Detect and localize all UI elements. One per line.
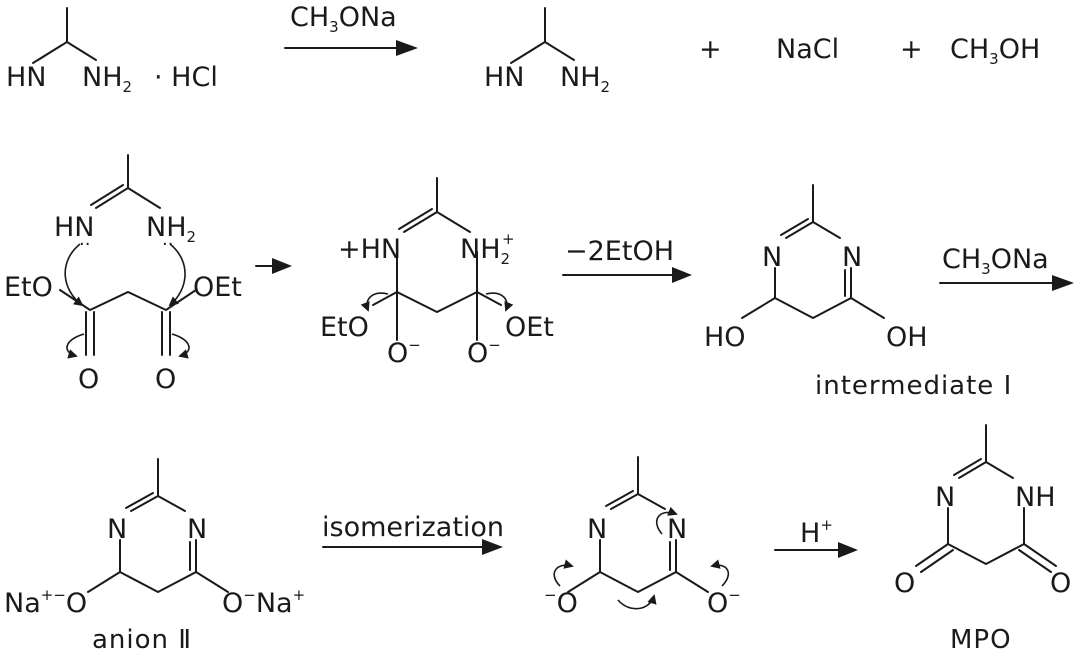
atom-label-o: O (1050, 568, 1071, 599)
acetamidine-hydrochloride: HN NH2 · HCl (6, 7, 218, 96)
atom-label-o-minus: O− (707, 586, 741, 619)
atom-label-nh2: NH2 (82, 62, 132, 96)
atom-label-n: N (587, 514, 607, 545)
atom-label-eto: EtO (320, 312, 369, 343)
atom-label-n: N (667, 514, 687, 545)
atom-label-oet: OEt (505, 312, 554, 343)
atom-label-nh: NH (1015, 482, 1056, 513)
atom-label-hn: HN (484, 62, 525, 93)
atom-label-nh2: NH2 (146, 212, 196, 246)
reaction-arrow-6: H+ (774, 516, 858, 558)
atom-label-na-o-minus: Na+−O (4, 586, 87, 619)
salt-label: · HCl (154, 62, 218, 93)
atom-label-o-minus: O− (467, 336, 501, 369)
reaction-arrow-1: CH3ONa (284, 2, 418, 56)
intermediate-caption: intermediate Ⅰ (815, 371, 1012, 401)
byproduct-methanol: CH3OH (950, 34, 1040, 68)
reaction-arrow-5: isomerization (322, 512, 504, 555)
atom-label-eto: EtO (4, 272, 53, 303)
atom-label-n: N (762, 242, 782, 273)
atom-label-n: N (107, 514, 127, 545)
acid-label: H+ (800, 516, 833, 549)
atom-label-o: O (894, 568, 915, 599)
atom-label-n: N (187, 514, 207, 545)
isomerization-label: isomerization (322, 512, 504, 543)
mpo-product: N NH O O (894, 424, 1071, 599)
resonance-dianion: N N −O O− (544, 456, 741, 619)
plus-sign: + (900, 34, 923, 65)
reaction-arrow-3: −2EtOH (562, 236, 692, 283)
atom-label-o: O (155, 364, 176, 395)
atom-label-nh2: NH2 (560, 62, 610, 96)
dihydroxypyrimidine: N N HO OH (704, 184, 928, 353)
acetamidine-free-base: HN NH2 (484, 7, 610, 96)
product-caption: MPO (950, 625, 1012, 655)
atom-label-oh: OH (886, 322, 928, 353)
atom-label-o-minus: O− (387, 336, 421, 369)
elimination-label: −2EtOH (565, 236, 674, 267)
pyrimidine-dianion-sodium-salt: N N Na+−O O−Na+ (4, 458, 305, 619)
atom-label-n: N (935, 482, 955, 513)
tetrahedral-intermediate: +HN NH2+ EtO OEt O− O− (320, 177, 554, 369)
lone-pair-dots: ·· (162, 234, 173, 255)
amidine-diethyl-malonate-attack: HN NH2 ·· ·· EtO OEt O O (4, 154, 242, 395)
atom-label-o-minus-na: O−Na+ (222, 586, 305, 619)
atom-label-ho: HO (704, 322, 746, 353)
atom-label-hn: HN (54, 212, 95, 243)
reagent-label-sodium-methoxide: CH3ONa (290, 2, 397, 36)
atom-label-plus-hn: +HN (338, 234, 401, 265)
atom-label-oet: OEt (193, 272, 242, 303)
anion-caption: anion Ⅱ (92, 625, 192, 655)
atom-label-n: N (842, 242, 862, 273)
atom-label-nh2-plus: NH2+ (460, 230, 515, 268)
reagent-label-sodium-methoxide: CH3ONa (942, 244, 1049, 278)
plus-sign: + (699, 34, 722, 65)
atom-label-o: O (78, 364, 99, 395)
reaction-arrow-2 (255, 258, 292, 274)
atom-label-o-minus: −O (544, 586, 578, 619)
lone-pair-dots: ·· (79, 234, 90, 255)
reaction-arrow-4: CH3ONa (939, 244, 1074, 291)
byproduct-sodium-chloride: NaCl (776, 34, 839, 65)
atom-label-hn: HN (6, 62, 47, 93)
